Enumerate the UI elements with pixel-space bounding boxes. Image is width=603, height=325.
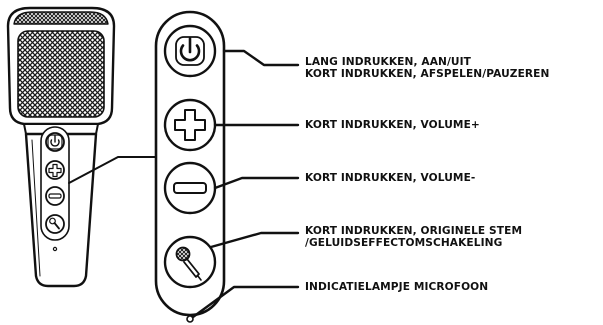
indicator-lamp (186, 315, 194, 323)
microphone-illustration (6, 6, 158, 288)
label-volume-down: KORT INDRUKKEN, VOLUME- (305, 172, 476, 184)
power-icon (163, 24, 217, 78)
leader-lines (191, 49, 300, 319)
label-voice-switch: KORT INDRUKKEN, ORIGINELE STEM (305, 225, 523, 237)
enlarged-button-panel (154, 10, 226, 323)
label-indicator-lamp: INDICATIELAMPJE MICROFOON (305, 281, 489, 293)
microphone-icon (163, 235, 217, 289)
label-volume-up: KORT INDRUKKEN, VOLUME+ (305, 119, 480, 131)
label-power-long-press: LANG INDRUKKEN, AAN/UIT (305, 56, 471, 68)
leader-volume-down (213, 176, 300, 190)
leader-power (222, 49, 300, 67)
small-plus-icon (45, 160, 65, 180)
plus-icon (163, 98, 217, 152)
small-indicator-lamp (52, 246, 58, 252)
leader-indicator (191, 285, 300, 319)
label-voice-switch-2: /GELUIDSEFFECTOMSCHAKELING (305, 237, 503, 249)
leader-voice (209, 231, 300, 249)
connector-line (68, 156, 158, 184)
minus-icon (163, 161, 217, 215)
microphone-front-grille (17, 30, 105, 118)
microphone-top-grille (13, 11, 109, 25)
label-power-short-press: KORT INDRUKKEN, AFSPELEN/PAUZEREN (305, 68, 550, 80)
small-minus-icon (45, 186, 65, 206)
